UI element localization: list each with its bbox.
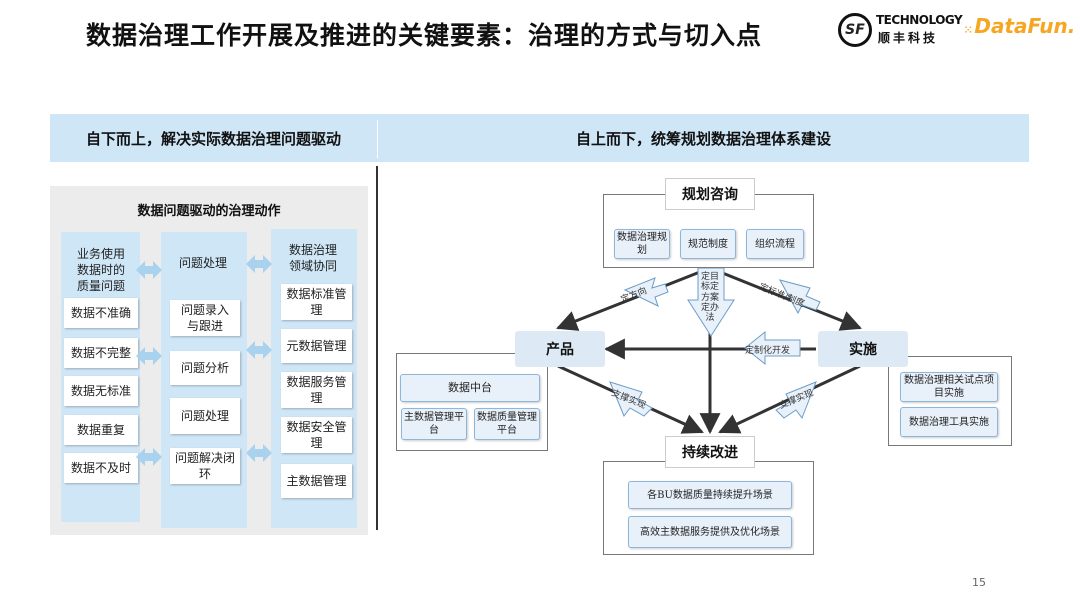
left-panel-title: 数据问题驱动的治理动作 bbox=[137, 204, 281, 219]
planning-label: 规划咨询 bbox=[665, 178, 755, 210]
handling-item: 问题录入与跟进 bbox=[170, 300, 240, 336]
band-divider bbox=[377, 120, 378, 158]
double-arrow-icon bbox=[136, 261, 162, 279]
sf-logo-technology-text: TECHNOLOGY bbox=[876, 13, 963, 27]
product-item: 数据质量管理平台 bbox=[474, 408, 540, 440]
double-arrow-icon bbox=[136, 448, 162, 466]
issue-item: 数据重复 bbox=[64, 415, 138, 445]
right-panel-connectors bbox=[556, 266, 862, 435]
implement-item: 数据治理相关试点项目实施 bbox=[900, 372, 998, 402]
datafun-dots-icon: ⁙ bbox=[964, 25, 973, 36]
data-middle-platform: 数据中台 bbox=[400, 374, 540, 402]
column-quality-issues-header: 业务使用数据时的质量问题 bbox=[76, 247, 125, 294]
domain-item: 数据安全管理 bbox=[281, 417, 352, 453]
column-problem-handling-header: 问题处理 bbox=[178, 256, 227, 270]
handling-item: 问题分析 bbox=[170, 351, 240, 385]
datafun-logo-text: DataFun. bbox=[974, 14, 1076, 38]
domain-item: 数据服务管理 bbox=[281, 372, 352, 408]
sf-logo-mark: SF bbox=[838, 13, 872, 47]
product-node: 产品 bbox=[515, 331, 605, 367]
product-item: 主数据管理平台 bbox=[401, 408, 467, 440]
handling-item: 问题解决闭环 bbox=[170, 448, 240, 484]
sf-technology-logo: SF TECHNOLOGY 顺丰科技 bbox=[838, 12, 963, 48]
domain-item: 元数据管理 bbox=[281, 329, 352, 363]
domain-item: 主数据管理 bbox=[281, 464, 352, 498]
page-title: 数据治理工作开展及推进的关键要素：治理的方式与切入点 bbox=[86, 21, 763, 50]
datafun-logo: ⁙DataFun. bbox=[964, 14, 1075, 38]
issue-item: 数据不及时 bbox=[64, 453, 138, 483]
column-governance-domains-header: 数据治理领域协同 bbox=[288, 243, 337, 274]
improve-item: 各BU数据质量持续提升场景 bbox=[628, 481, 792, 509]
planning-item: 数据治理规划 bbox=[614, 229, 670, 259]
double-arrow-icon bbox=[136, 347, 162, 365]
double-arrow-icon bbox=[246, 444, 272, 462]
issue-item: 数据无标准 bbox=[64, 376, 138, 406]
page-number: 15 bbox=[972, 576, 986, 589]
issue-item: 数据不完整 bbox=[64, 338, 138, 368]
planning-item: 组织流程 bbox=[746, 229, 804, 259]
double-arrow-icon bbox=[246, 341, 272, 359]
improve-label: 持续改进 bbox=[665, 436, 755, 468]
implement-item: 数据治理工具实施 bbox=[900, 407, 998, 437]
arrow-label-custom-dev: 定制化开发 bbox=[745, 346, 791, 356]
arrow-label-targets: 定目标定方案定办法 bbox=[700, 272, 719, 324]
sf-logo-cn-text: 顺丰科技 bbox=[878, 31, 939, 45]
band-right-heading: 自上而下，统筹规划数据治理体系建设 bbox=[575, 129, 831, 148]
header-band bbox=[50, 114, 1029, 162]
planning-item: 规范制度 bbox=[680, 229, 736, 259]
left-panel-arrows bbox=[136, 255, 272, 466]
improve-item: 高效主数据服务提供及优化场景 bbox=[628, 516, 792, 548]
double-arrow-icon bbox=[246, 255, 272, 273]
domain-item: 数据标准管理 bbox=[281, 284, 352, 320]
section-divider-line bbox=[376, 166, 378, 530]
handling-item: 问题处理 bbox=[170, 398, 240, 434]
implement-node: 实施 bbox=[818, 331, 908, 367]
band-left-heading: 自下而上，解决实际数据治理问题驱动 bbox=[85, 129, 341, 148]
issue-item: 数据不准确 bbox=[64, 298, 138, 328]
